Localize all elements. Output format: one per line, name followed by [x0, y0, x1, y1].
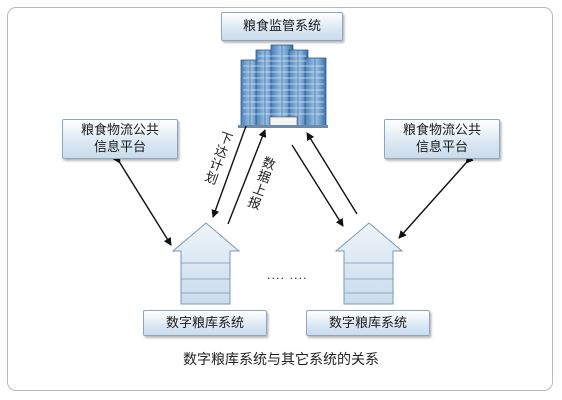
- diagram-caption: 数字粮库系统与其它系统的关系: [183, 352, 379, 368]
- left-system-label: 数字粮库系统: [165, 315, 244, 331]
- left-platform-line1: 粮食物流公共: [80, 123, 159, 138]
- right-digital-granary-system-box: 数字粮库系统: [306, 310, 430, 336]
- right-system-label: 数字粮库系统: [328, 315, 407, 331]
- building-icon: [238, 44, 328, 128]
- house-icon: [334, 222, 404, 305]
- left-platform-line2: 信息平台: [93, 140, 146, 155]
- top-box-grain-supervision-system: 粮食监管系统: [221, 12, 343, 41]
- house-icon: [171, 222, 241, 305]
- ellipsis-label: ···· ····: [267, 272, 308, 285]
- top-box-label: 粮食监管系统: [242, 19, 321, 34]
- left-logistics-platform-box: 粮食物流公共 信息平台: [62, 119, 178, 159]
- left-digital-granary-system-box: 数字粮库系统: [143, 310, 267, 336]
- right-platform-line2: 信息平台: [415, 140, 468, 155]
- arrow-icon: [112, 125, 474, 246]
- right-logistics-platform-box: 粮食物流公共 信息平台: [384, 119, 500, 159]
- right-platform-line1: 粮食物流公共: [402, 123, 481, 138]
